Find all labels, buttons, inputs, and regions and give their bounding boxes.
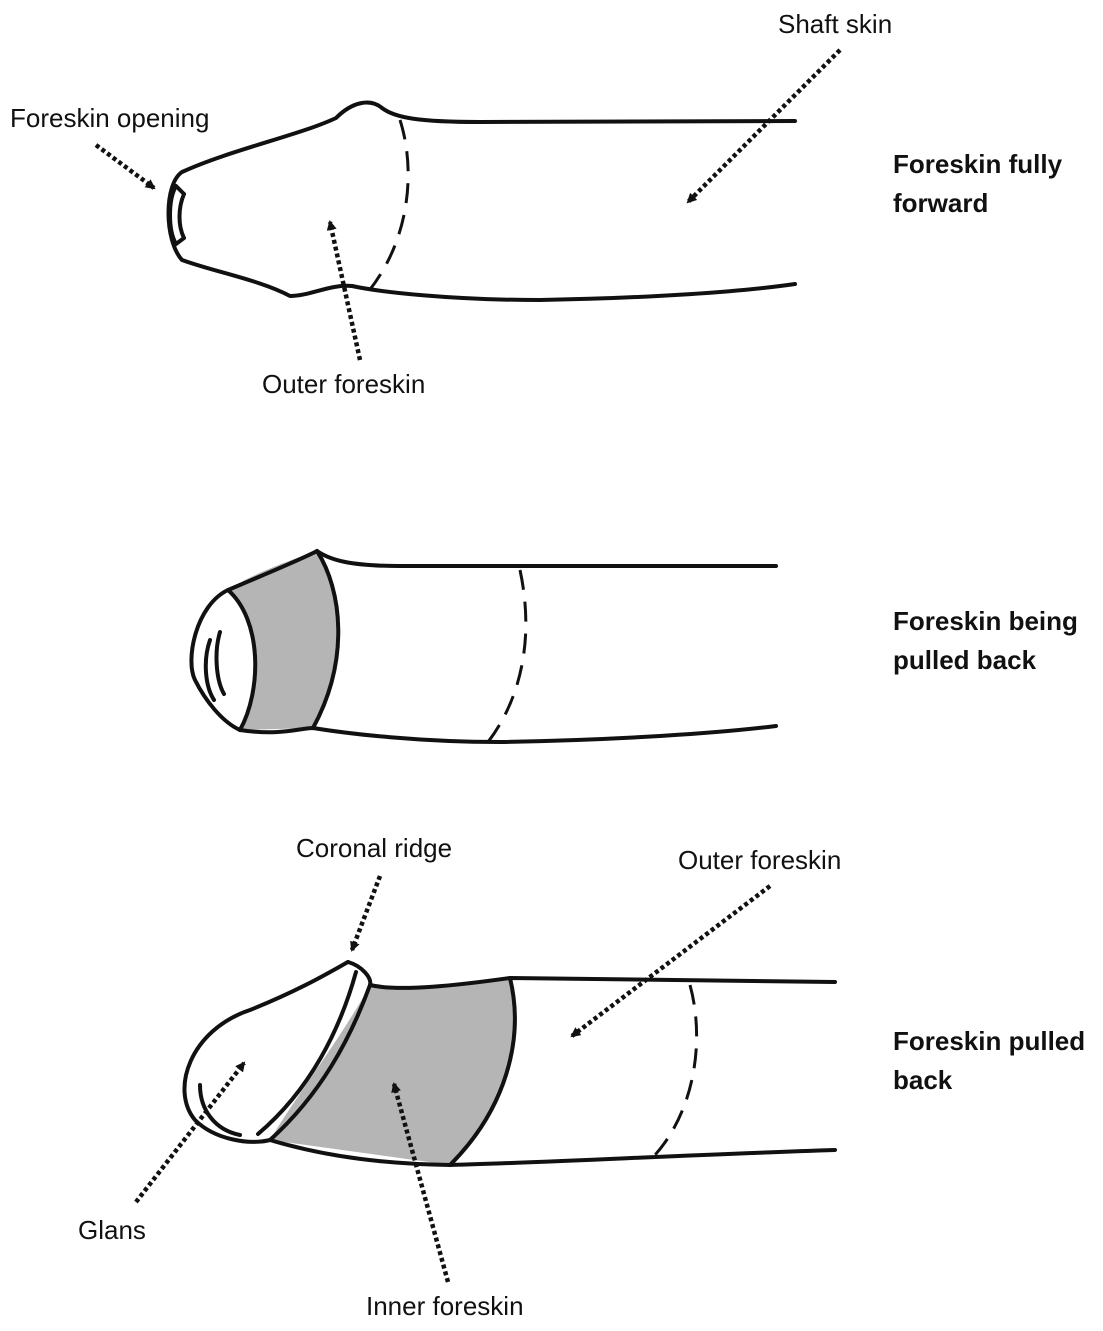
inner-foreskin-band-2 bbox=[228, 551, 338, 730]
glans-inner-highlight-2 bbox=[206, 632, 224, 700]
caption-line: Foreskin fully bbox=[893, 145, 1062, 184]
shaft-bottom-line-2 bbox=[240, 726, 776, 742]
arrow-shaft-skin bbox=[688, 50, 840, 202]
label-foreskin-opening: Foreskin opening bbox=[10, 104, 209, 134]
arrow-foreskin-opening bbox=[96, 145, 154, 188]
caption-line: Foreskin being bbox=[893, 602, 1078, 641]
caption-foreskin-fully-forward: Foreskin fully forward bbox=[893, 145, 1062, 223]
label-coronal-ridge: Coronal ridge bbox=[296, 834, 452, 864]
caption-foreskin-pulled-back: Foreskin pulled back bbox=[893, 1022, 1085, 1100]
shaft-top-line-1 bbox=[382, 108, 795, 122]
arrow-coronal-ridge bbox=[352, 876, 380, 950]
shaft-top-line-2 bbox=[317, 551, 776, 566]
caption-line: forward bbox=[893, 184, 1062, 223]
dashed-boundary-3 bbox=[655, 985, 697, 1155]
dashed-boundary-1 bbox=[368, 120, 408, 292]
figure-foreskin-pulled-back bbox=[184, 962, 835, 1165]
label-glans: Glans bbox=[78, 1216, 146, 1246]
label-inner-foreskin: Inner foreskin bbox=[366, 1292, 524, 1322]
label-shaft-skin: Shaft skin bbox=[778, 10, 892, 40]
figure-foreskin-forward bbox=[169, 103, 796, 300]
label-outer-foreskin-1: Outer foreskin bbox=[262, 370, 425, 400]
arrow-outer-foreskin-1 bbox=[330, 222, 360, 360]
dashed-boundary-2 bbox=[488, 570, 526, 742]
foreskin-opening-rim bbox=[170, 186, 184, 244]
caption-line: back bbox=[893, 1061, 1085, 1100]
shaft-bottom-line-1 bbox=[352, 284, 795, 300]
shaft-top-line-3 bbox=[370, 978, 835, 988]
inner-foreskin-band-3 bbox=[270, 978, 515, 1165]
figure-foreskin-being-pulled bbox=[191, 551, 776, 742]
arrow-outer-foreskin-3 bbox=[572, 886, 770, 1036]
caption-foreskin-being-pulled-back: Foreskin being pulled back bbox=[893, 602, 1078, 680]
caption-line: Foreskin pulled bbox=[893, 1022, 1085, 1061]
label-outer-foreskin-3: Outer foreskin bbox=[678, 846, 841, 876]
caption-line: pulled back bbox=[893, 641, 1078, 680]
